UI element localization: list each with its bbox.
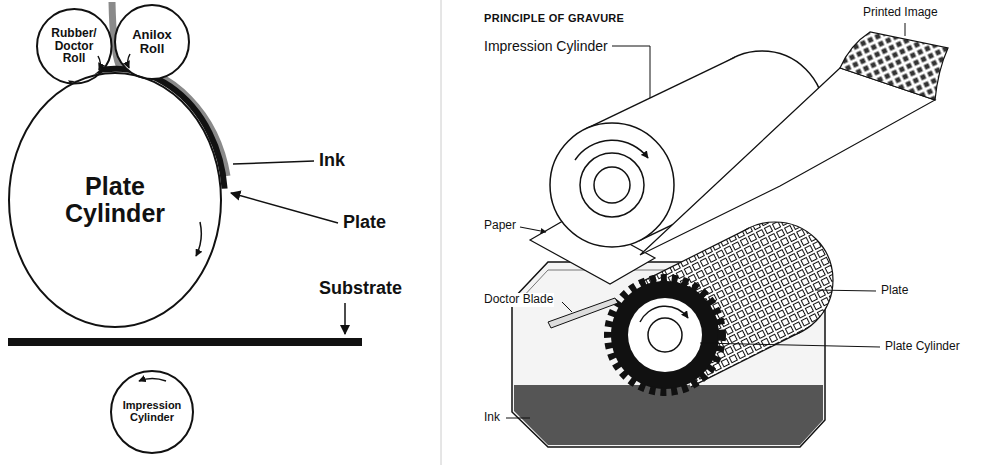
part-label: Ink xyxy=(318,150,346,171)
leader-line xyxy=(905,23,906,36)
leader-line xyxy=(506,418,530,419)
leader-line xyxy=(233,161,314,164)
leader-line xyxy=(815,290,876,291)
substrate-web xyxy=(8,338,362,346)
leader-line xyxy=(520,227,546,232)
part-label: Plate Cylinder xyxy=(884,340,961,354)
panel-divider xyxy=(441,0,442,465)
roller-circle: Plate Cylinder xyxy=(8,72,222,328)
roller-circle: Anilox Roll xyxy=(114,4,190,80)
leader-line xyxy=(612,46,650,98)
roller-outline xyxy=(115,5,189,79)
part-label: Ink xyxy=(483,411,501,425)
leader-line xyxy=(562,302,572,312)
plate-arc xyxy=(69,69,225,189)
roll-face xyxy=(39,11,109,81)
roller-label: Plate Cylinder xyxy=(45,173,185,227)
part-label: Printed Image xyxy=(862,6,939,20)
roller-label-group: Anilox Roll xyxy=(123,28,181,56)
rotation-arrow xyxy=(196,222,201,256)
roller-label: Rubber/ Doctor Roll xyxy=(47,27,101,66)
roller-label-group: Rubber/ Doctor Roll xyxy=(47,27,101,66)
plate-cylinder-core xyxy=(628,298,702,372)
doctor-blade xyxy=(548,298,618,328)
leader-line xyxy=(344,303,346,334)
plate-edge xyxy=(639,228,749,283)
leader-line xyxy=(700,343,880,347)
rotation-arrow xyxy=(98,56,100,70)
roller-circle: Impression Cylinder xyxy=(110,370,194,454)
impression-edge xyxy=(585,57,735,129)
leader-line xyxy=(231,193,338,223)
impression-ring xyxy=(580,153,644,217)
printed-image xyxy=(840,32,948,100)
rotation-arrow xyxy=(139,379,166,382)
roller-label-group: Impression Cylinder xyxy=(117,400,187,424)
part-label: Impression Cylinder xyxy=(483,38,609,54)
paper-sheet xyxy=(640,68,935,255)
panel-title: PRINCIPLE OF GRAVURE xyxy=(483,12,625,25)
rotation-arrow xyxy=(640,306,688,322)
roller-label: Impression Cylinder xyxy=(117,400,187,424)
part-label: Substrate xyxy=(318,278,403,299)
impression-hub xyxy=(594,167,630,203)
roller-label: Anilox Roll xyxy=(123,28,181,56)
rotation-arrow xyxy=(575,140,648,160)
part-label: Paper xyxy=(483,219,517,233)
roller-circle: Rubber/ Doctor Roll xyxy=(36,8,113,85)
part-label: Plate xyxy=(342,212,387,233)
part-label: Plate xyxy=(880,284,909,298)
impression-cylinder-face xyxy=(550,123,674,247)
part-label: Doctor Blade xyxy=(483,293,554,307)
plate-cells-edge xyxy=(608,278,722,392)
plate-cylinder-hub xyxy=(648,318,682,352)
roller-outline xyxy=(9,73,221,327)
rotation-arrow xyxy=(128,54,130,68)
roller-outline xyxy=(37,9,112,84)
roll-face xyxy=(115,5,189,79)
roller-outline xyxy=(111,371,193,453)
ink-pool xyxy=(514,385,823,445)
roller-label-group: Plate Cylinder xyxy=(45,173,185,227)
